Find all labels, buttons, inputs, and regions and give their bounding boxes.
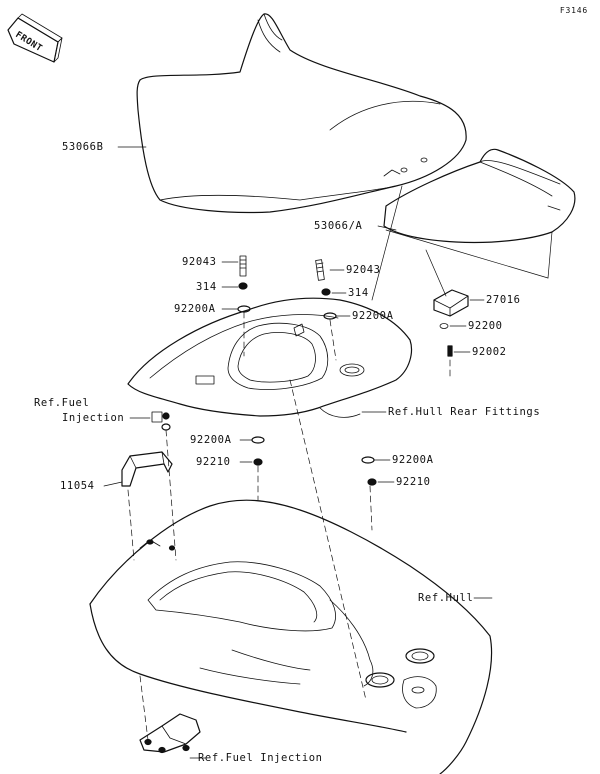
label-314-left: 314 (196, 281, 217, 293)
label-92043-left: 92043 (182, 256, 217, 268)
label-53066a: 53066/A (314, 220, 363, 232)
label-ref-fuel-injection: Ref.Fuel Injection (198, 752, 323, 764)
fuel-bracket-lower (139, 713, 201, 754)
figure-code: F3146 (559, 6, 588, 15)
seat-rear (383, 148, 576, 244)
label-92210-lower-right: 92210 (396, 476, 431, 488)
washer-lower-right (361, 456, 375, 464)
label-92200a-lower-right: 92200A (392, 454, 434, 466)
nut-lower-right (367, 478, 377, 486)
fuel-bracket-block (151, 411, 163, 423)
label-314-right: 314 (348, 287, 369, 299)
label-92200a-right: 92200A (352, 310, 394, 322)
label-11054: 11054 (60, 480, 95, 492)
nut-lower-left (253, 458, 263, 466)
label-ref-hull-rear-fittings: Ref.Hull Rear Fittings (388, 406, 541, 418)
nut-left (238, 282, 248, 290)
nut-right (321, 288, 331, 296)
label-injection: Injection (62, 412, 125, 424)
washer-lower-left (251, 436, 265, 444)
label-92200: 92200 (468, 320, 503, 332)
bracket-27016 (433, 289, 469, 357)
front-arrow-icon: FRONT (7, 13, 63, 63)
label-53066b: 53066B (62, 141, 104, 153)
hull (89, 499, 493, 774)
label-27016: 27016 (486, 294, 521, 306)
label-92002: 92002 (472, 346, 507, 358)
label-92043-right: 92043 (346, 264, 381, 276)
bolt-right (315, 259, 325, 281)
bolt-left (239, 255, 247, 277)
bracket-11054 (121, 451, 173, 487)
label-ref-hull: Ref.Hull (418, 592, 474, 604)
label-92210-lower-left: 92210 (196, 456, 231, 468)
rear-hull-cover (127, 297, 413, 418)
seat-front (136, 13, 467, 214)
label-92200a-left: 92200A (174, 303, 216, 315)
label-ref-fuel: Ref.Fuel (34, 397, 90, 409)
label-92200a-lower-left: 92200A (190, 434, 232, 446)
